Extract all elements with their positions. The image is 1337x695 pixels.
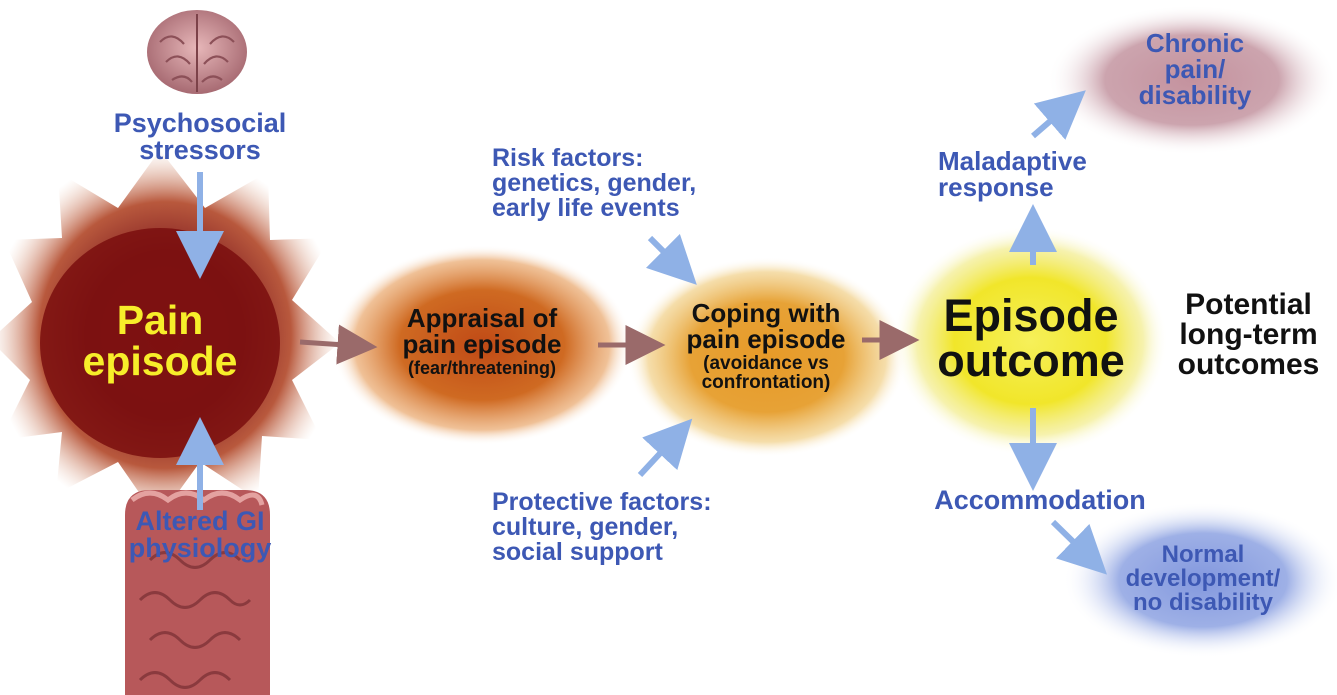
coping-ellipse (627, 257, 907, 457)
potential-line-2: long-term (1179, 318, 1318, 351)
protective-factors-label: Protective factors: culture, gender, soc… (492, 490, 712, 565)
potential-line-3: outcomes (1177, 348, 1320, 381)
coping-sub-1: (avoidance vs (703, 353, 829, 374)
appraisal-label: Appraisal of pain episode (fear/threaten… (372, 305, 592, 377)
pain-line-2: episode (82, 338, 238, 384)
chronic-pain-label: Chronic pain/ disability (1105, 30, 1285, 108)
episode-outcome-label: Episode outcome (920, 293, 1142, 383)
appraisal-line-2: pain episode (402, 329, 562, 359)
pain-episode-core (40, 228, 280, 458)
appraisal-ellipse (332, 245, 632, 445)
outcome-line-1: Episode (943, 290, 1119, 341)
normal-outcome-ellipse (1063, 502, 1337, 658)
psychosocial-stressors-label: Psychosocial stressors (80, 110, 320, 164)
risk-factors-label: Risk factors: genetics, gender, early li… (492, 146, 696, 221)
appraisal-line-1: Appraisal of (406, 303, 558, 333)
normal-development-label: Normal development/ no disability (1098, 543, 1308, 615)
accommodation-label: Accommodation (934, 485, 1146, 515)
arrow-pain-to-appraisal (299, 324, 378, 365)
appraisal-sub: (fear/threatening) (407, 358, 557, 378)
protective-factors-line-2: culture, gender, (492, 513, 679, 541)
normal-line-1: Normal (1161, 541, 1245, 568)
chronic-line-2: pain/ (1164, 54, 1226, 84)
maladaptive-line-1: Maladaptive (938, 146, 1087, 176)
potential-outcomes-label: Potential long-term outcomes (1160, 290, 1337, 380)
arrow-accommodation-to-normal (1050, 519, 1108, 575)
intestine-icon (125, 490, 270, 695)
altered-gi-text: Altered GI physiology (128, 506, 272, 563)
coping-label: Coping with pain episode (avoidance vs c… (656, 300, 876, 392)
maladaptive-response-label: Maladaptive response (938, 148, 1087, 200)
outcome-line-2: outcome (937, 335, 1125, 386)
risk-factors-line-2: genetics, gender, (492, 169, 697, 197)
risk-factors-line-3: early life events (492, 194, 680, 222)
maladaptive-line-2: response (938, 172, 1054, 202)
chronic-line-3: disability (1138, 80, 1252, 110)
normal-line-3: no disability (1132, 589, 1273, 616)
arrow-protective-to-coping (637, 418, 693, 478)
normal-line-2: development/ (1125, 565, 1281, 592)
episode-outcome-ellipse (892, 226, 1168, 456)
coping-line-2: pain episode (686, 324, 846, 354)
brain-icon (147, 10, 247, 94)
protective-factors-line-3: social support (492, 538, 663, 566)
potential-line-1: Potential (1185, 288, 1312, 321)
risk-factors-line-1: Risk factors: (492, 144, 644, 172)
coping-sub-2: confrontation) (701, 372, 831, 393)
coping-line-1: Coping with (691, 298, 841, 328)
altered-gi-label: Altered GI physiology (80, 508, 320, 562)
arrow-risk-to-coping (645, 233, 697, 285)
pain-episode-label: Pain episode (60, 300, 260, 382)
chronic-outcome-ellipse (1047, 5, 1337, 155)
chronic-line-1: Chronic (1145, 28, 1245, 58)
arrow-maladaptive-to-chronic (1031, 90, 1086, 140)
pain-line-1: Pain (116, 297, 204, 343)
protective-factors-line-1: Protective factors: (492, 488, 712, 516)
psychosocial-stressors-text: Psychosocial stressors (113, 108, 287, 165)
